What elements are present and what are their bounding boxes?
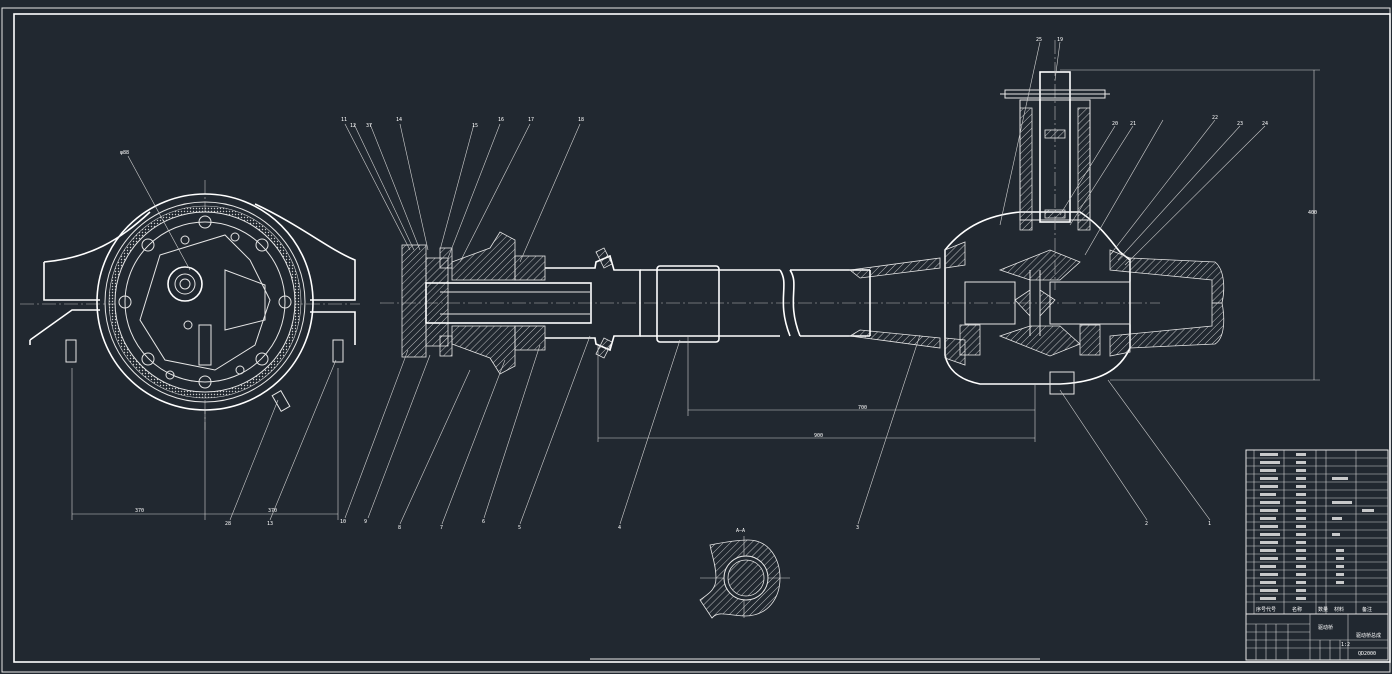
inner-border [13,13,1391,663]
balloon-r7: 24 [1262,121,1268,127]
balloon-t7: 17 [528,117,534,123]
balloon-t5: 15 [472,123,478,129]
balloon-r4: 21 [1130,121,1136,127]
balloon-b3: 8 [398,525,401,531]
bom-header-code: 代号 [1266,606,1276,613]
balloon-b10: 1 [1208,521,1211,527]
balloon-t8: 18 [578,117,584,123]
bom-header-no: 序号 [1256,606,1266,613]
section-a-a: A—A [699,528,790,619]
bom-header-name: 名称 [1292,606,1302,613]
bom-header-qty: 数量 [1318,606,1328,613]
balloon-t1: 11 [341,117,347,123]
balloon-b2: 9 [364,519,367,525]
balloon-b7: 4 [618,525,621,531]
dim-long: 900 [814,433,823,439]
balloon-r6: 23 [1237,121,1243,127]
drawing-code: QD2000 [1358,651,1376,657]
balloon-b1: 10 [340,519,346,525]
main-axle-section: 700 900 400 11 12 37 14 15 16 17 18 [340,37,1320,531]
balloon-b5: 6 [482,519,485,525]
balloon-r5: 22 [1212,115,1218,121]
balloon-t6: 16 [498,117,504,123]
balloon-13: 13 [267,521,273,527]
sheet-name: 驱动桥 [1318,624,1333,631]
balloon-t3: 37 [366,123,372,129]
balloon-28: 28 [225,521,231,527]
dim-left-a: 370 [135,508,144,514]
balloon-t2: 12 [350,123,356,129]
title-block: 序号 代号 名称 数量 材料 备注 驱动桥 驱动桥总成 1:2 QD2000 [1245,449,1389,661]
balloon-t4: 14 [396,117,402,123]
dim-right: 400 [1308,210,1317,216]
bom-header-material: 材料 [1334,606,1344,613]
balloon-r1: 25 [1036,37,1042,43]
balloon-b6: 5 [518,525,521,531]
label-flange-dia: φ88 [120,150,129,156]
left-end-view: φ88 28 13 370 370 [20,150,360,527]
dim-left-b: 370 [268,508,277,514]
balloon-r2: 19 [1057,37,1063,43]
balloon-b8: 3 [856,525,859,531]
balloon-b4: 7 [440,525,443,531]
scale: 1:2 [1341,642,1350,648]
section-label: A—A [736,528,745,534]
balloon-r3: 20 [1112,121,1118,127]
drawing-name: 驱动桥总成 [1356,632,1381,639]
bom-header-note: 备注 [1362,606,1372,613]
dim-mid: 700 [858,405,867,411]
balloon-b9: 2 [1145,521,1148,527]
